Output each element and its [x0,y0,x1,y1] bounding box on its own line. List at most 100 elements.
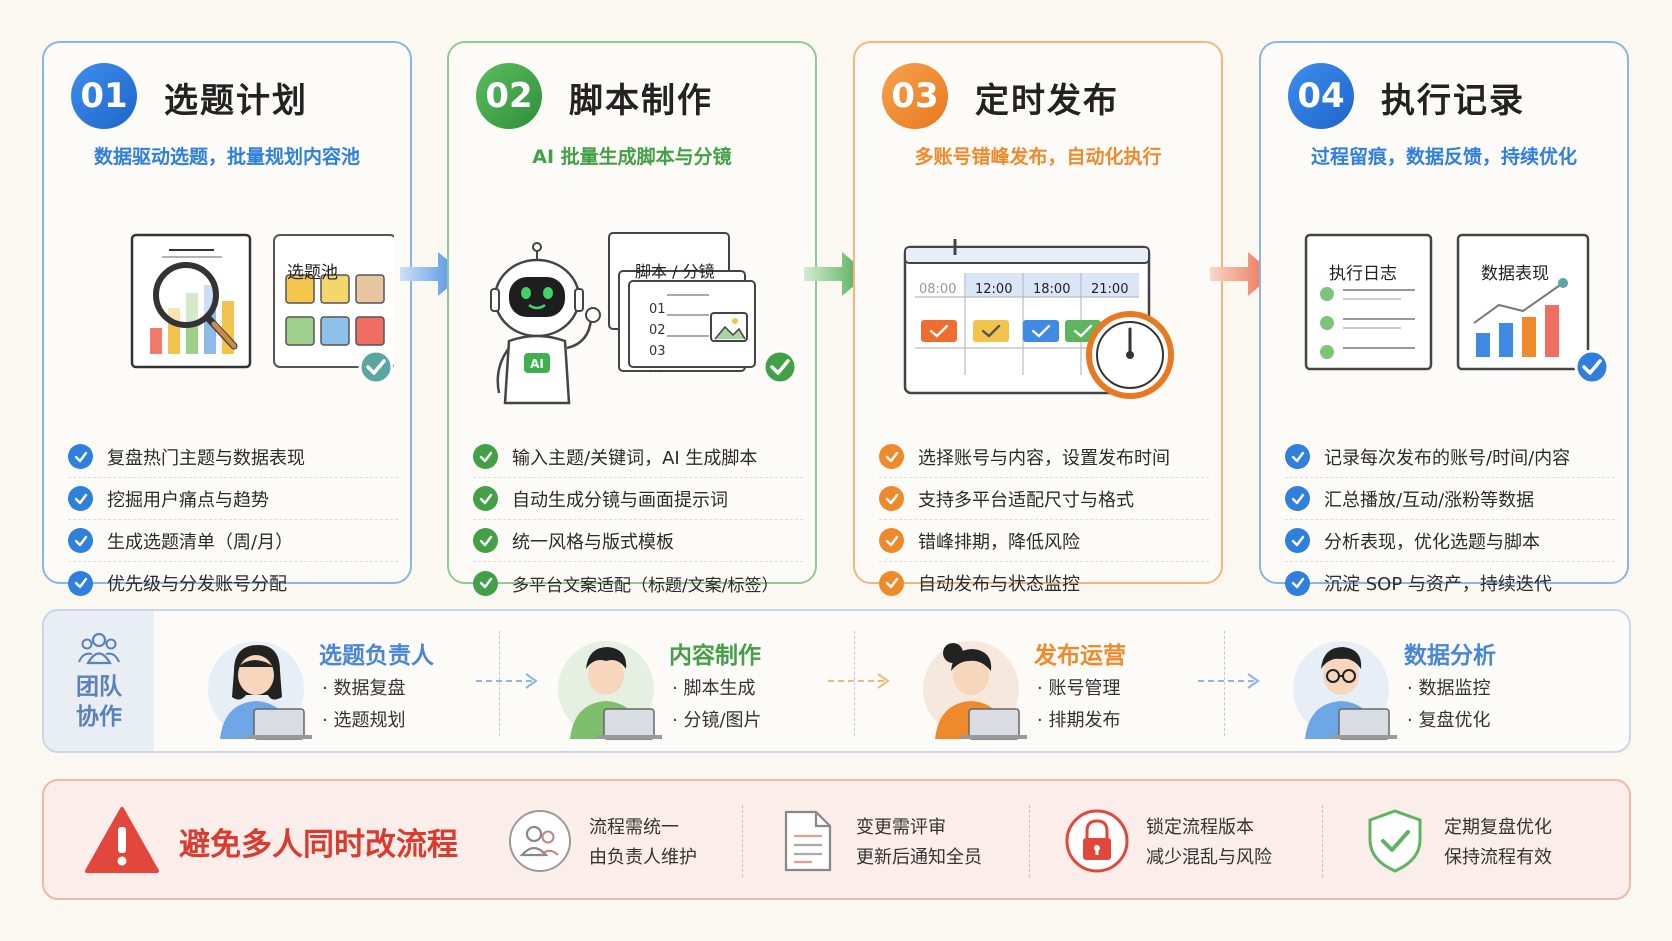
step-card-2: 02 脚本制作 AI 批量生成脚本与分镜 AI [447,41,817,596]
step-card-4: 04 执行记录 过程留痕，数据反馈，持续优化 执行日志 数据 [1259,41,1629,596]
check-icon [1285,444,1310,469]
list-item: 自动生成分镜与画面提示词 [473,478,803,520]
person-avatar-icon [208,641,312,740]
step-title: 定时发布 [975,81,1119,121]
check-icon [68,486,93,511]
script-storyboard-icon [608,232,756,372]
step-card-1: 01 选题计划 数据驱动选题，批量规划内容池 [42,41,412,596]
step-title: 脚本制作 [569,81,713,121]
team-icon [509,810,571,872]
clock-icon [1086,311,1174,399]
step-number-badge: 03 [882,63,948,129]
role-name: 数据分析 [1404,643,1496,669]
sticky-notes-icon [285,274,385,346]
person-avatar-icon [1293,641,1397,740]
document-icon [784,810,832,872]
time-slot-label: 12:00 [975,282,1013,297]
role-name: 选题负责人 [319,643,434,669]
warning-line: 定期复盘优化 [1444,817,1552,838]
step-title: 选题计划 [164,81,308,121]
warning-line: 减少混乱与风险 [1146,847,1272,868]
list-item: 输入主题/关键词，AI 生成脚本 [473,436,803,478]
person-avatar-icon [923,641,1027,740]
role-topic-owner: 选题负责人 · 数据复盘 · 选题规划 [194,611,494,751]
role-task: · 选题规划 [322,710,406,731]
check-icon [879,528,904,553]
list-item: 自动发布与状态监控 [879,562,1209,604]
list-item: 错峰排期，降低风险 [879,520,1209,562]
topic-research-illustration [130,233,394,385]
step-subtitle: 多账号错峰发布，自动化执行 [914,146,1162,168]
warning-item: 流程需统一 由负责人维护 [507,781,737,898]
step-checklist: 记录每次发布的账号/时间/内容 汇总播放/互动/涨粉等数据 分析表现，优化选题与… [1285,436,1615,604]
flow-arrow-icon [804,252,868,296]
warning-triangle-icon [85,807,159,873]
check-icon [879,486,904,511]
log-sheet-icon [1304,233,1433,371]
list-item: 沉淀 SOP 与资产，持续迭代 [1285,562,1615,604]
role-task: · 数据复盘 [322,678,406,699]
divider [742,805,743,877]
step-number-badge: 01 [71,63,137,129]
script-line-number: 02 [649,323,666,338]
step-checklist: 选择账号与内容，设置发布时间 支持多平台适配尺寸与格式 错峰排期，降低风险 自动… [879,436,1209,604]
list-item: 挖掘用户痛点与趋势 [68,478,398,520]
role-content-production: 内容制作 · 脚本生成 · 分镜/图片 [544,611,844,751]
warning-line: 更新后通知全员 [856,847,982,868]
warning-line: 流程需统一 [589,817,679,838]
script-storyboard-label: 脚本 / 分镜 [635,262,715,281]
warning-panel: 避免多人同时改流程 流程需统一 由负责人维护 变更需评审 更新后通知全员 [42,779,1631,900]
check-badge-icon [762,349,798,385]
dashed-arrow-icon [1198,673,1260,689]
list-item: 支持多平台适配尺寸与格式 [879,478,1209,520]
flow-arrow-icon [1210,252,1274,296]
check-icon [1285,570,1310,596]
time-slot-label: 21:00 [1091,282,1129,297]
dashed-arrow-icon [476,673,538,689]
list-item: 统一风格与版式模板 [473,520,803,562]
script-line-number: 01 [649,302,666,317]
log-label: 执行日志 [1329,264,1397,284]
role-name: 内容制作 [669,643,761,669]
check-icon [473,444,498,469]
check-icon [879,444,904,469]
role-task: · 账号管理 [1037,678,1121,699]
step-subtitle: 数据驱动选题，批量规划内容池 [93,146,360,168]
schedule-calendar-illustration [903,239,1174,399]
warning-line: 锁定流程版本 [1146,817,1254,838]
step-checklist: 复盘热门主题与数据表现 挖掘用户痛点与趋势 生成选题清单（周/月） 优先级与分发… [68,436,398,604]
check-icon [68,528,93,553]
check-icon [879,570,904,596]
warning-item: 锁定流程版本 减少混乱与风险 [1064,781,1294,898]
check-icon [68,444,93,469]
robot-ai-badge: AI [530,357,544,371]
team-label-block: 团队 协作 [44,611,154,751]
time-slot-label: 08:00 [919,282,957,297]
list-item: 记录每次发布的账号/时间/内容 [1285,436,1615,478]
step-number-badge: 04 [1288,63,1354,129]
step-subtitle: AI 批量生成脚本与分镜 [532,146,732,168]
role-task: · 分镜/图片 [672,710,762,731]
role-data-analysis: 数据分析 · 数据监控 · 复盘优化 [1279,611,1579,751]
role-publishing-ops: 发布运营 · 账号管理 · 排期发布 [909,611,1209,751]
warning-title: 避免多人同时改流程 [179,827,458,863]
magnifier-icon [153,262,238,350]
topic-pool-label: 选题池 [287,263,338,283]
check-icon [473,528,498,553]
warning-line: 由负责人维护 [589,847,697,868]
step-subtitle: 过程留痕，数据反馈，持续优化 [1310,146,1577,168]
dashed-arrow-icon [828,673,890,689]
divider [1322,805,1323,877]
warning-item: 定期复盘优化 保持流程有效 [1362,781,1592,898]
team-icon [78,632,120,665]
time-slot-label: 18:00 [1033,282,1071,297]
script-line-number: ... [649,361,662,376]
person-avatar-icon [558,641,662,740]
check-icon [1285,486,1310,511]
check-icon [68,570,93,596]
list-item: 复盘热门主题与数据表现 [68,436,398,478]
step-number-badge: 02 [476,63,542,129]
script-line-number: 03 [649,344,666,359]
step-card-3: 03 定时发布 多账号错峰发布，自动化执行 [853,41,1223,596]
role-name: 发布运营 [1034,643,1126,669]
